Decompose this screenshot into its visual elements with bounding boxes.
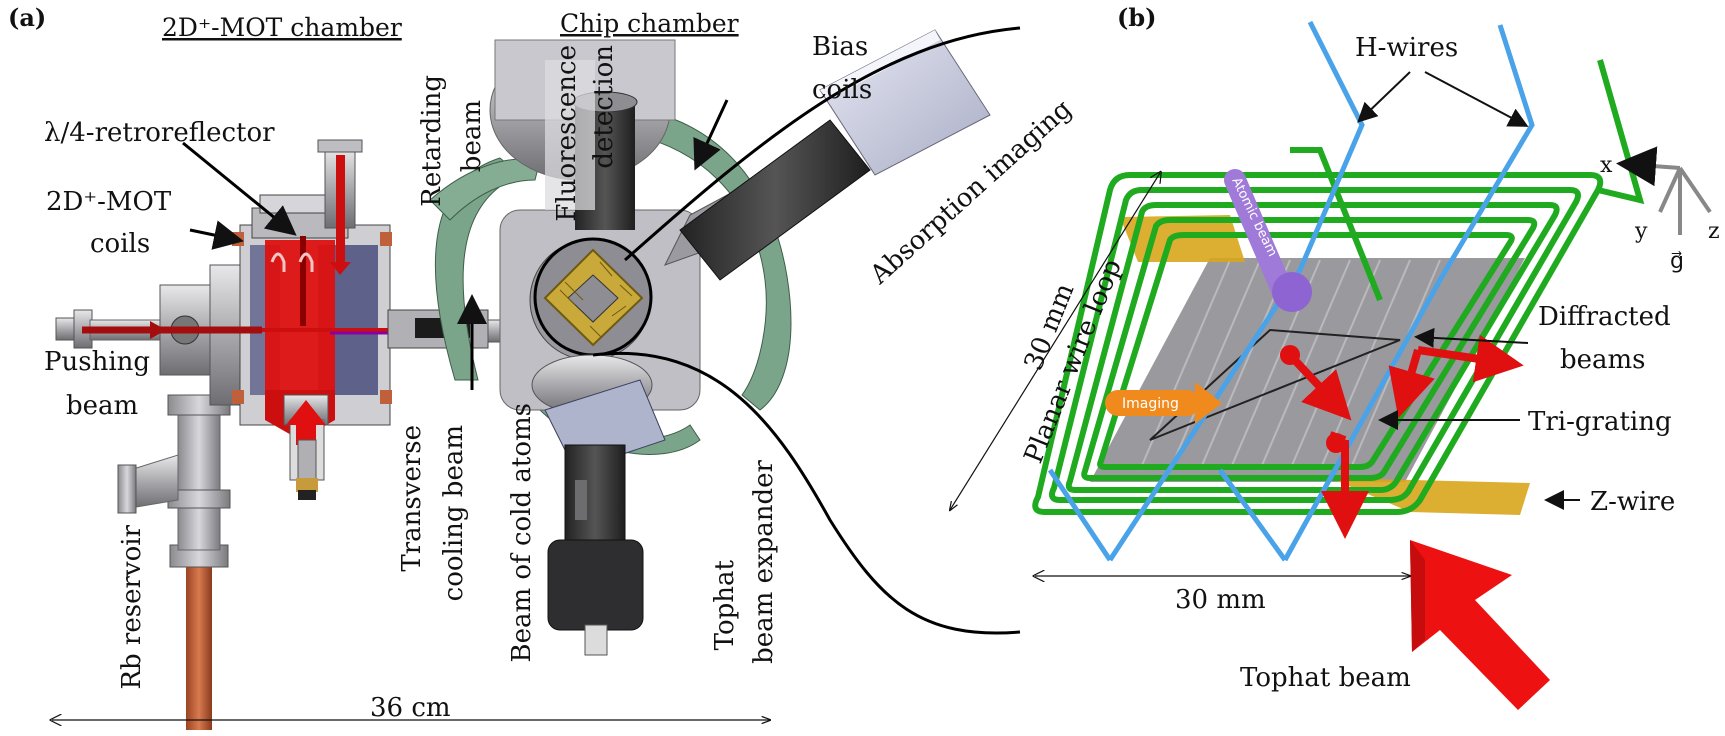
axis-label-x: x (1600, 153, 1613, 178)
label-pushing-1: Pushing (44, 347, 150, 377)
axis-label-y: y (1634, 219, 1648, 244)
axis-triad (1616, 146, 1712, 235)
label-cold-atoms: Beam of cold atoms (507, 403, 537, 663)
planar-wire-loop (1032, 59, 1645, 515)
title-chip-chamber: Chip chamber (560, 9, 739, 38)
chip-closeup (535, 239, 651, 355)
label-h-wires: H-wires (1355, 33, 1458, 63)
dim-30mm-side (950, 173, 1160, 510)
label-mot-coils-1: 2D⁺-MOT (46, 187, 172, 217)
label-z-wire: Z-wire (1590, 487, 1675, 517)
label-diffracted-2: beams (1560, 345, 1646, 375)
label-tophat-1: Tophat (710, 559, 740, 650)
label-retarding-2: beam (457, 100, 487, 172)
label-retroreflector: λ/4-retroreflector (44, 118, 275, 148)
panel-b-letter: (b) (1117, 3, 1157, 32)
zoom-line-bottom (592, 351, 1021, 635)
label-tophat-beam: Tophat beam (1240, 663, 1411, 693)
tophat-beam-expander (531, 354, 666, 656)
zoom-line-top (624, 26, 1021, 262)
axis-label-g: g⃗ (1670, 249, 1684, 274)
label-mot-coils-2: coils (90, 229, 150, 259)
label-fluorescence-1: Fluorescence (552, 45, 582, 222)
label-rb-reservoir: Rb reservoir (117, 524, 147, 689)
label-fluorescence-2: detection (589, 45, 619, 169)
panel-a-letter: (a) (8, 3, 46, 32)
label-diffracted-1: Diffracted (1538, 302, 1671, 332)
label-retarding-1: Retarding (417, 75, 447, 207)
tophat-beam-arrow (1410, 540, 1550, 710)
label-tophat-2: beam expander (749, 459, 779, 663)
label-pushing-2: beam (66, 391, 138, 421)
axis-label-z: z (1708, 219, 1720, 244)
label-transverse-2: cooling beam (439, 425, 469, 601)
label-transverse-1: Transverse (397, 425, 427, 572)
absorption-camera (663, 29, 991, 281)
panel-b-schematic (950, 20, 1712, 710)
label-tri-grating: Tri-grating (1528, 407, 1672, 437)
mot-chamber-body (232, 139, 392, 500)
atomic-beam-arrow (1224, 169, 1312, 312)
label-bias-1: Bias (812, 32, 868, 62)
label-30mm-bottom: 30 mm (1175, 585, 1266, 615)
label-bias-2: coils (812, 75, 872, 105)
panel-a-apparatus (52, 26, 1021, 730)
title-2d-mot: 2D⁺-MOT chamber (162, 13, 402, 42)
label-imaging: Imaging (1122, 396, 1179, 412)
label-scale-36cm: 36 cm (370, 693, 451, 723)
